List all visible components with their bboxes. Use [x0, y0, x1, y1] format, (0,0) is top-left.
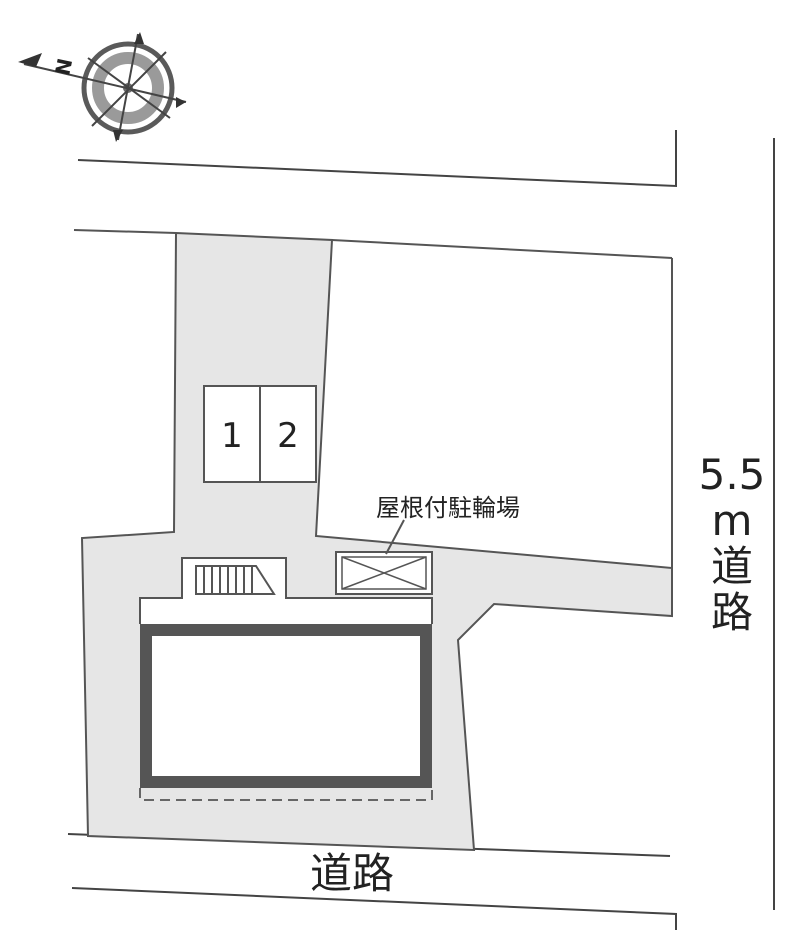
parking-space-2-label: 2	[277, 416, 299, 456]
parking-space-2	[259, 385, 317, 483]
bicycle-shelter-x-icon	[335, 551, 433, 595]
right-road-label-2: 路	[710, 588, 753, 637]
bottom-road-label: 道路	[310, 849, 394, 898]
compass-rose-icon	[18, 32, 187, 142]
staircase-icon	[195, 565, 276, 595]
bike-shelter-leader-line	[385, 519, 405, 555]
right-road-label-1: 道	[710, 542, 753, 591]
right-road-label: 5.5 m 道 路	[684, 452, 780, 636]
bottom-road-south-edge	[71, 887, 677, 930]
right-road-unit: m	[711, 496, 753, 545]
parking-area	[203, 385, 317, 483]
building-eave-dashed-line	[139, 788, 433, 801]
top-road-boundary	[77, 130, 677, 188]
building-inner-floor	[152, 636, 420, 776]
compass-north-label: N	[50, 56, 77, 77]
neighbor-lot-upper-left	[73, 229, 177, 234]
right-road-width: 5.5	[698, 450, 766, 499]
parking-space-1	[203, 385, 261, 483]
bike-shelter-label: 屋根付駐輪場	[376, 494, 520, 522]
parking-space-1-label: 1	[221, 416, 243, 456]
neighbor-lot-upper-right	[331, 239, 673, 259]
